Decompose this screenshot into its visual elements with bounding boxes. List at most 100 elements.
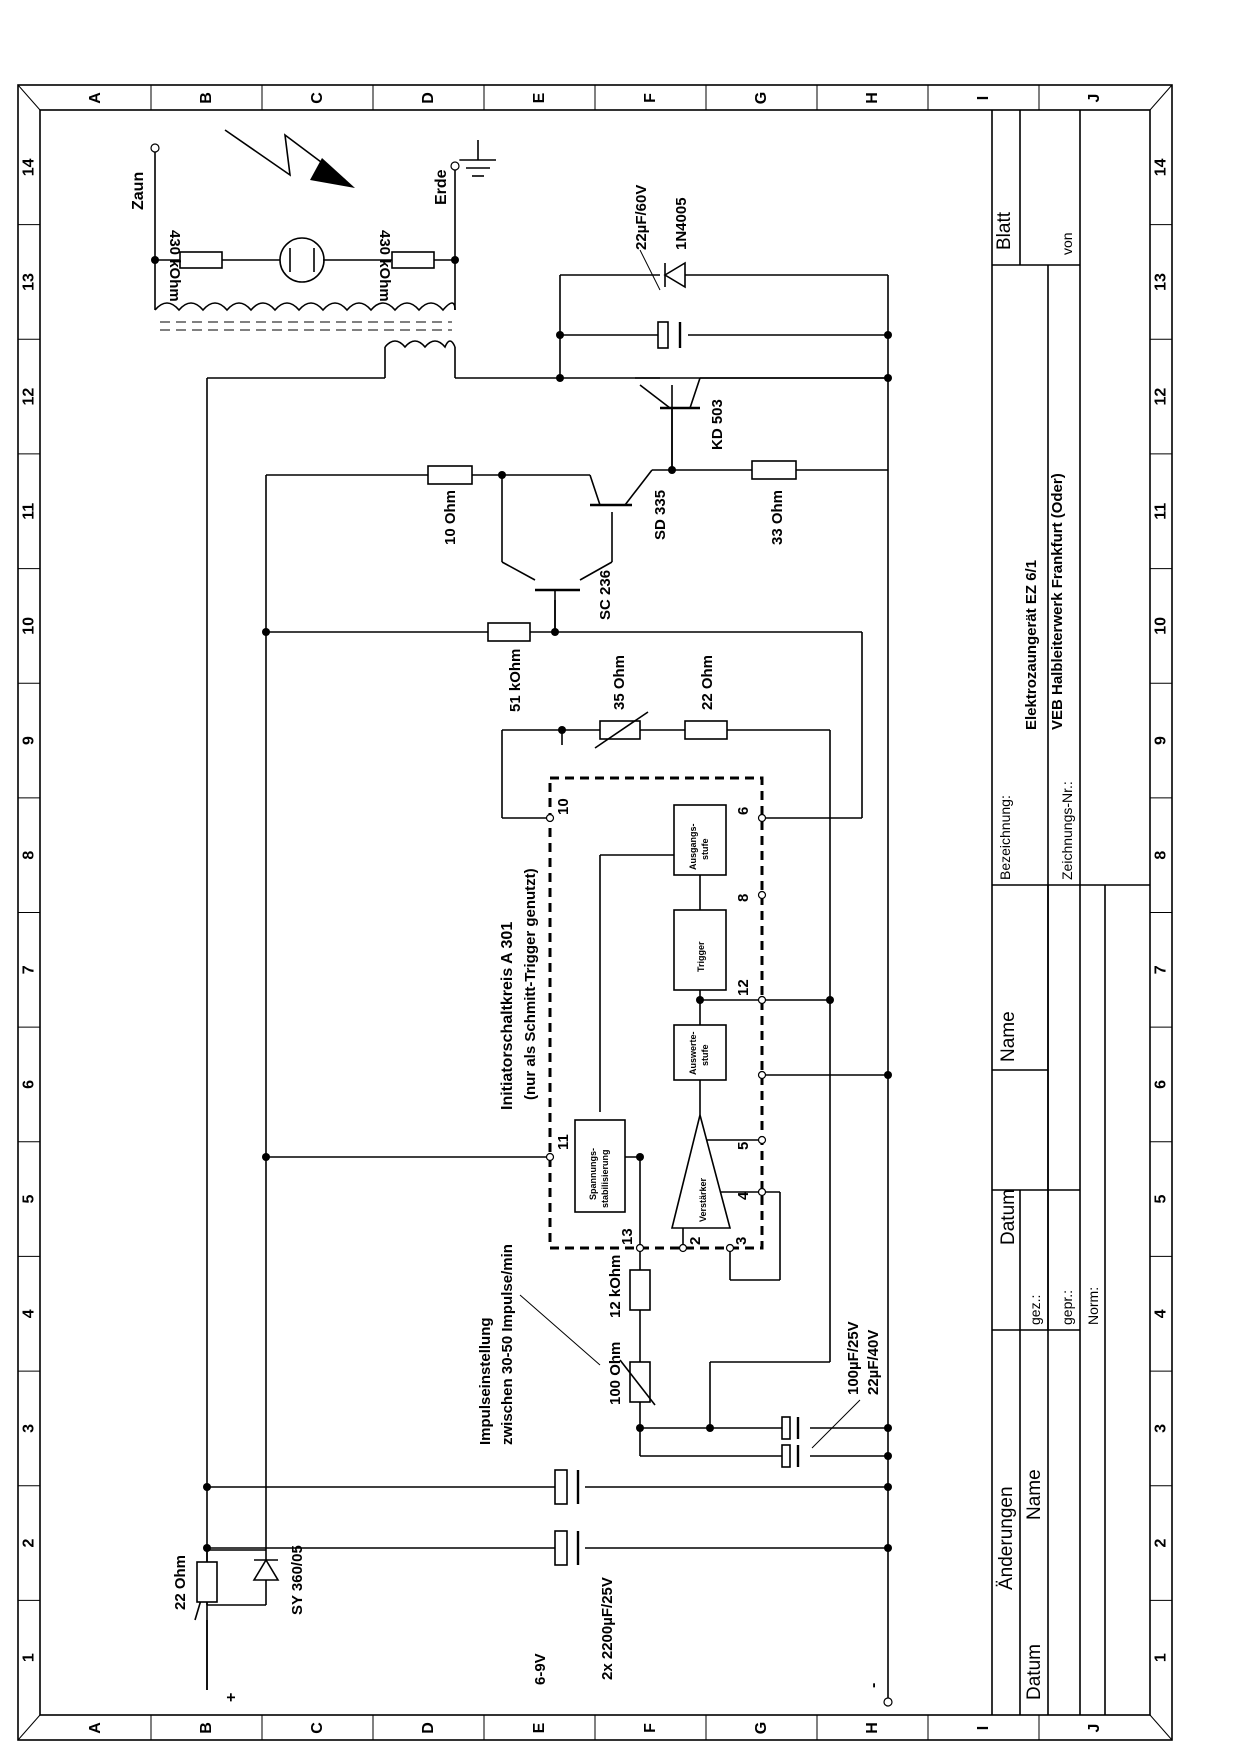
grid-col-label: 4 <box>21 1309 38 1318</box>
grid-col-label: 2 <box>21 1538 38 1547</box>
tb-bezeichnung: Bezeichnung: <box>997 795 1013 880</box>
grid-col-label: 9 <box>1153 736 1170 745</box>
frame-corner-bevels <box>17 84 1173 1741</box>
grid-col-label: 10 <box>1153 617 1170 635</box>
label-block-trigger: Trigger <box>696 941 706 972</box>
grid-row-label: A <box>87 1722 104 1734</box>
grid-col-label: 12 <box>21 388 38 406</box>
grid-col-label: 2 <box>1153 1538 1170 1547</box>
tb-datum: Datum <box>998 1189 1019 1245</box>
grid-row-label: J <box>1086 94 1103 103</box>
impuls-leader <box>519 1294 601 1366</box>
label-erde: Erde <box>433 169 450 205</box>
label-volt: 6-9V <box>532 1653 549 1685</box>
grid-col-label: 8 <box>21 851 38 860</box>
grid-col-label: 3 <box>1153 1424 1170 1433</box>
resistor-fence-right <box>391 251 435 269</box>
resistor-51k <box>487 622 531 642</box>
label-block-auswerte-1: Auswerte- <box>688 1031 698 1075</box>
block-auswertestufe <box>673 1024 727 1081</box>
title-block-text: Blatt von Bezeichnung: Elektrozaungerät … <box>994 211 1101 1700</box>
cap-leader <box>811 1399 861 1449</box>
grid-col-label: 5 <box>21 1195 38 1204</box>
label-r35: 35 Ohm <box>611 655 628 710</box>
grid-col-label: 11 <box>21 503 38 520</box>
diode-sy360 <box>252 1558 280 1581</box>
ic-title: Initiatorschaltkreis A 301 <box>499 922 516 1110</box>
label-block-auswerte-2: stufe <box>700 1044 710 1066</box>
block-trigger <box>673 909 727 991</box>
transformer-secondary-coil <box>154 302 456 312</box>
label-zaun: Zaun <box>130 172 147 210</box>
label-r100: 100 Ohm <box>607 1342 624 1405</box>
grid-row-label: E <box>531 1722 548 1733</box>
grid-col-label: 1 <box>21 1653 38 1662</box>
ic-subtitle: (nur als Schmitt-Trigger genutzt) <box>522 868 539 1100</box>
label-r10: 10 Ohm <box>442 490 459 545</box>
pin-5: 5 <box>735 1142 752 1150</box>
pin-6: 6 <box>735 807 752 815</box>
grid-col-label: 9 <box>21 736 38 745</box>
earth-terminal <box>450 161 460 171</box>
pin-11: 11 <box>555 1134 572 1150</box>
grid-col-label: 7 <box>21 965 38 974</box>
label-impuls-1: Impulseinstellung <box>477 1317 494 1445</box>
label-impuls-2: zwischen 30-50 Impulse/min <box>499 1244 516 1445</box>
resistor-12k <box>629 1269 651 1311</box>
ic-pins <box>545 813 767 1253</box>
label-r22b: 22 Ohm <box>172 1555 189 1610</box>
label-c22: 22µF/40V <box>865 1330 882 1395</box>
tb-gez: gez.: <box>1027 1295 1043 1325</box>
cap-top-leader <box>639 249 661 291</box>
grid-col-label: 13 <box>21 273 38 291</box>
component-labels: Zaun Erde 430 kOhm 430 kOhm 22µF/60V 1N4… <box>130 169 882 1702</box>
label-r33: 33 Ohm <box>769 490 786 545</box>
grid-col-label: 6 <box>21 1080 38 1089</box>
label-sd335: SD 335 <box>652 490 669 540</box>
resistor-35ohm <box>599 720 641 740</box>
ic-blocks <box>574 804 732 1229</box>
grid-col-label: 14 <box>21 158 38 176</box>
block-ausgangsstufe <box>673 804 727 876</box>
grid-col-label: 3 <box>21 1424 38 1433</box>
capacitor-symbols <box>554 321 800 1566</box>
label-r-fence-right: 430 kOhm <box>376 230 393 302</box>
grid-row-label: F <box>642 93 659 103</box>
tb-aend-datum: Datum <box>1024 1644 1045 1700</box>
grid-row-label: C <box>309 1722 326 1734</box>
pin-10: 10 <box>555 798 572 815</box>
tb-desc-1: Elektrozaungerät EZ 6/1 <box>1023 560 1040 730</box>
grid-row-label: D <box>420 92 437 104</box>
lightning-arrow-icon <box>310 158 355 188</box>
grid-row-label: A <box>87 92 104 104</box>
fence-terminal <box>150 143 160 153</box>
resistor-22ohm-input <box>196 1561 218 1603</box>
grid-col-label: 13 <box>1153 273 1170 291</box>
tb-gepr: gepr.: <box>1059 1290 1075 1325</box>
tb-blatt: Blatt <box>994 211 1015 250</box>
title-block <box>991 110 1150 1715</box>
ic-a301-boundary <box>548 776 764 1250</box>
pin-12: 12 <box>735 979 752 996</box>
diode-1n4005 <box>663 261 686 289</box>
pin-2: 2 <box>687 1237 704 1245</box>
block-verstaerker <box>670 1114 732 1229</box>
block-spannungsstabilisierung <box>574 1119 626 1213</box>
grid-row-label: I <box>975 1726 992 1730</box>
label-block-spann-1: Spannungs- <box>588 1148 598 1200</box>
lightning-icon <box>224 129 346 181</box>
grid-ticks <box>18 85 1172 1740</box>
spark-gap <box>279 237 325 283</box>
grid-row-label: H <box>864 92 881 104</box>
grid-row-label: B <box>198 1722 215 1734</box>
label-r-fence-left: 430 kOhm <box>166 230 183 302</box>
grid-col-label: 12 <box>1153 388 1170 406</box>
tb-desc-2: VEB Halbleiterwerk Frankfurt (Oder) <box>1049 473 1066 730</box>
grid-col-label: 7 <box>1153 965 1170 974</box>
grid-row-label: F <box>642 1723 659 1733</box>
label-r51k: 51 kOhm <box>507 649 524 712</box>
resistor-10ohm <box>427 465 473 485</box>
transformer-core <box>160 321 452 331</box>
tb-aend-name: Name <box>1024 1469 1045 1520</box>
pin-8: 8 <box>735 894 752 902</box>
